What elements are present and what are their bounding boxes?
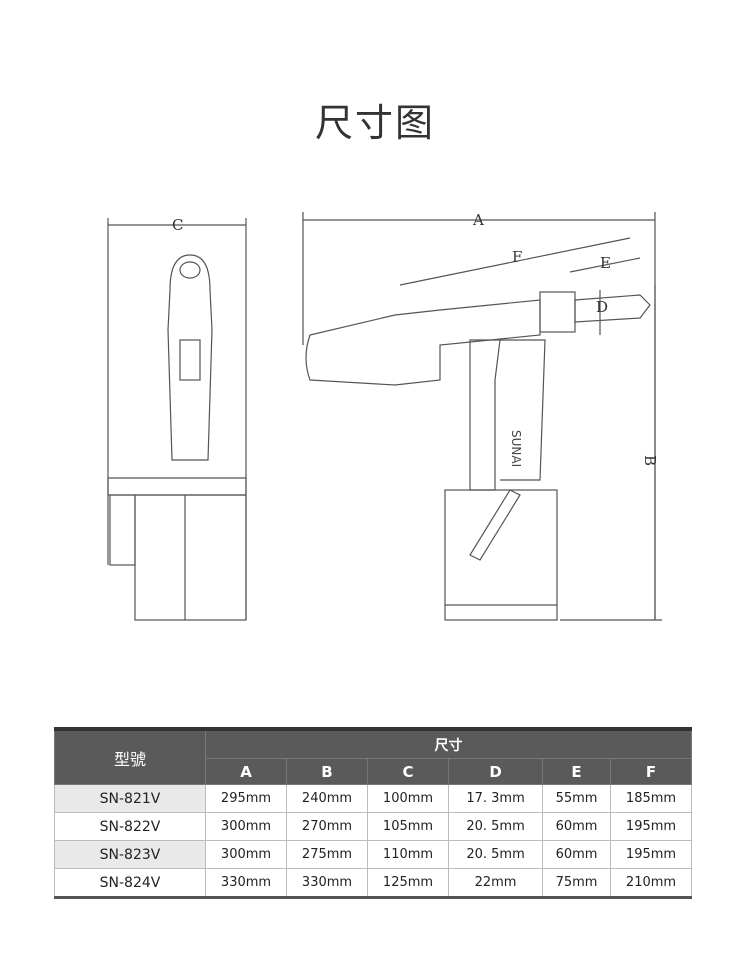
value-cell: 105mm (367, 812, 449, 841)
side-view (107, 218, 247, 621)
value-cell: 55mm (542, 784, 611, 813)
value-cell: 75mm (542, 868, 611, 898)
value-cell: 240mm (286, 784, 368, 813)
value-cell: 20. 5mm (447, 812, 544, 841)
value-cell: 295mm (205, 784, 287, 813)
label-e: E (600, 254, 611, 272)
dimension-line-f (399, 237, 631, 286)
dimension-line-e (569, 257, 641, 273)
column-header-c: C (367, 758, 449, 785)
column-header-f: F (609, 758, 693, 785)
value-cell: 185mm (609, 784, 693, 813)
value-cell: 300mm (205, 840, 287, 869)
label-d: D (596, 298, 608, 316)
model-cell: SN-824V (54, 868, 206, 898)
value-cell: 60mm (542, 840, 611, 869)
value-cell: 210mm (609, 868, 693, 898)
label-f: F (512, 248, 522, 266)
column-header-e: E (542, 758, 611, 785)
dimension-drawing: SUNAI C A F E D B (107, 211, 662, 621)
value-cell: 110mm (367, 840, 449, 869)
value-cell: 195mm (609, 812, 693, 841)
label-c: C (172, 216, 183, 234)
value-cell: 17. 3mm (447, 784, 544, 813)
model-cell: SN-822V (54, 812, 206, 841)
label-a: A (472, 211, 484, 229)
model-cell: SN-823V (54, 840, 206, 869)
column-header-d: D (447, 758, 544, 785)
value-cell: 330mm (286, 868, 368, 898)
value-cell: 125mm (367, 868, 449, 898)
value-cell: 20. 5mm (447, 840, 544, 869)
column-header-b: B (286, 758, 368, 785)
value-cell: 100mm (367, 784, 449, 813)
size-group-header: 尺寸 (205, 728, 692, 759)
value-cell: 22mm (447, 868, 544, 898)
model-header: 型號 (54, 728, 206, 785)
label-b: B (641, 455, 659, 466)
value-cell: 275mm (286, 840, 368, 869)
model-cell: SN-821V (54, 784, 206, 813)
page-title: 尺寸图 (314, 101, 435, 145)
value-cell: 60mm (542, 812, 611, 841)
column-header-a: A (205, 758, 287, 785)
value-cell: 270mm (286, 812, 368, 841)
value-cell: 195mm (609, 840, 693, 869)
brand-label: SUNAI (509, 430, 523, 467)
front-view: SUNAI (302, 212, 662, 621)
value-cell: 330mm (205, 868, 287, 898)
value-cell: 300mm (205, 812, 287, 841)
